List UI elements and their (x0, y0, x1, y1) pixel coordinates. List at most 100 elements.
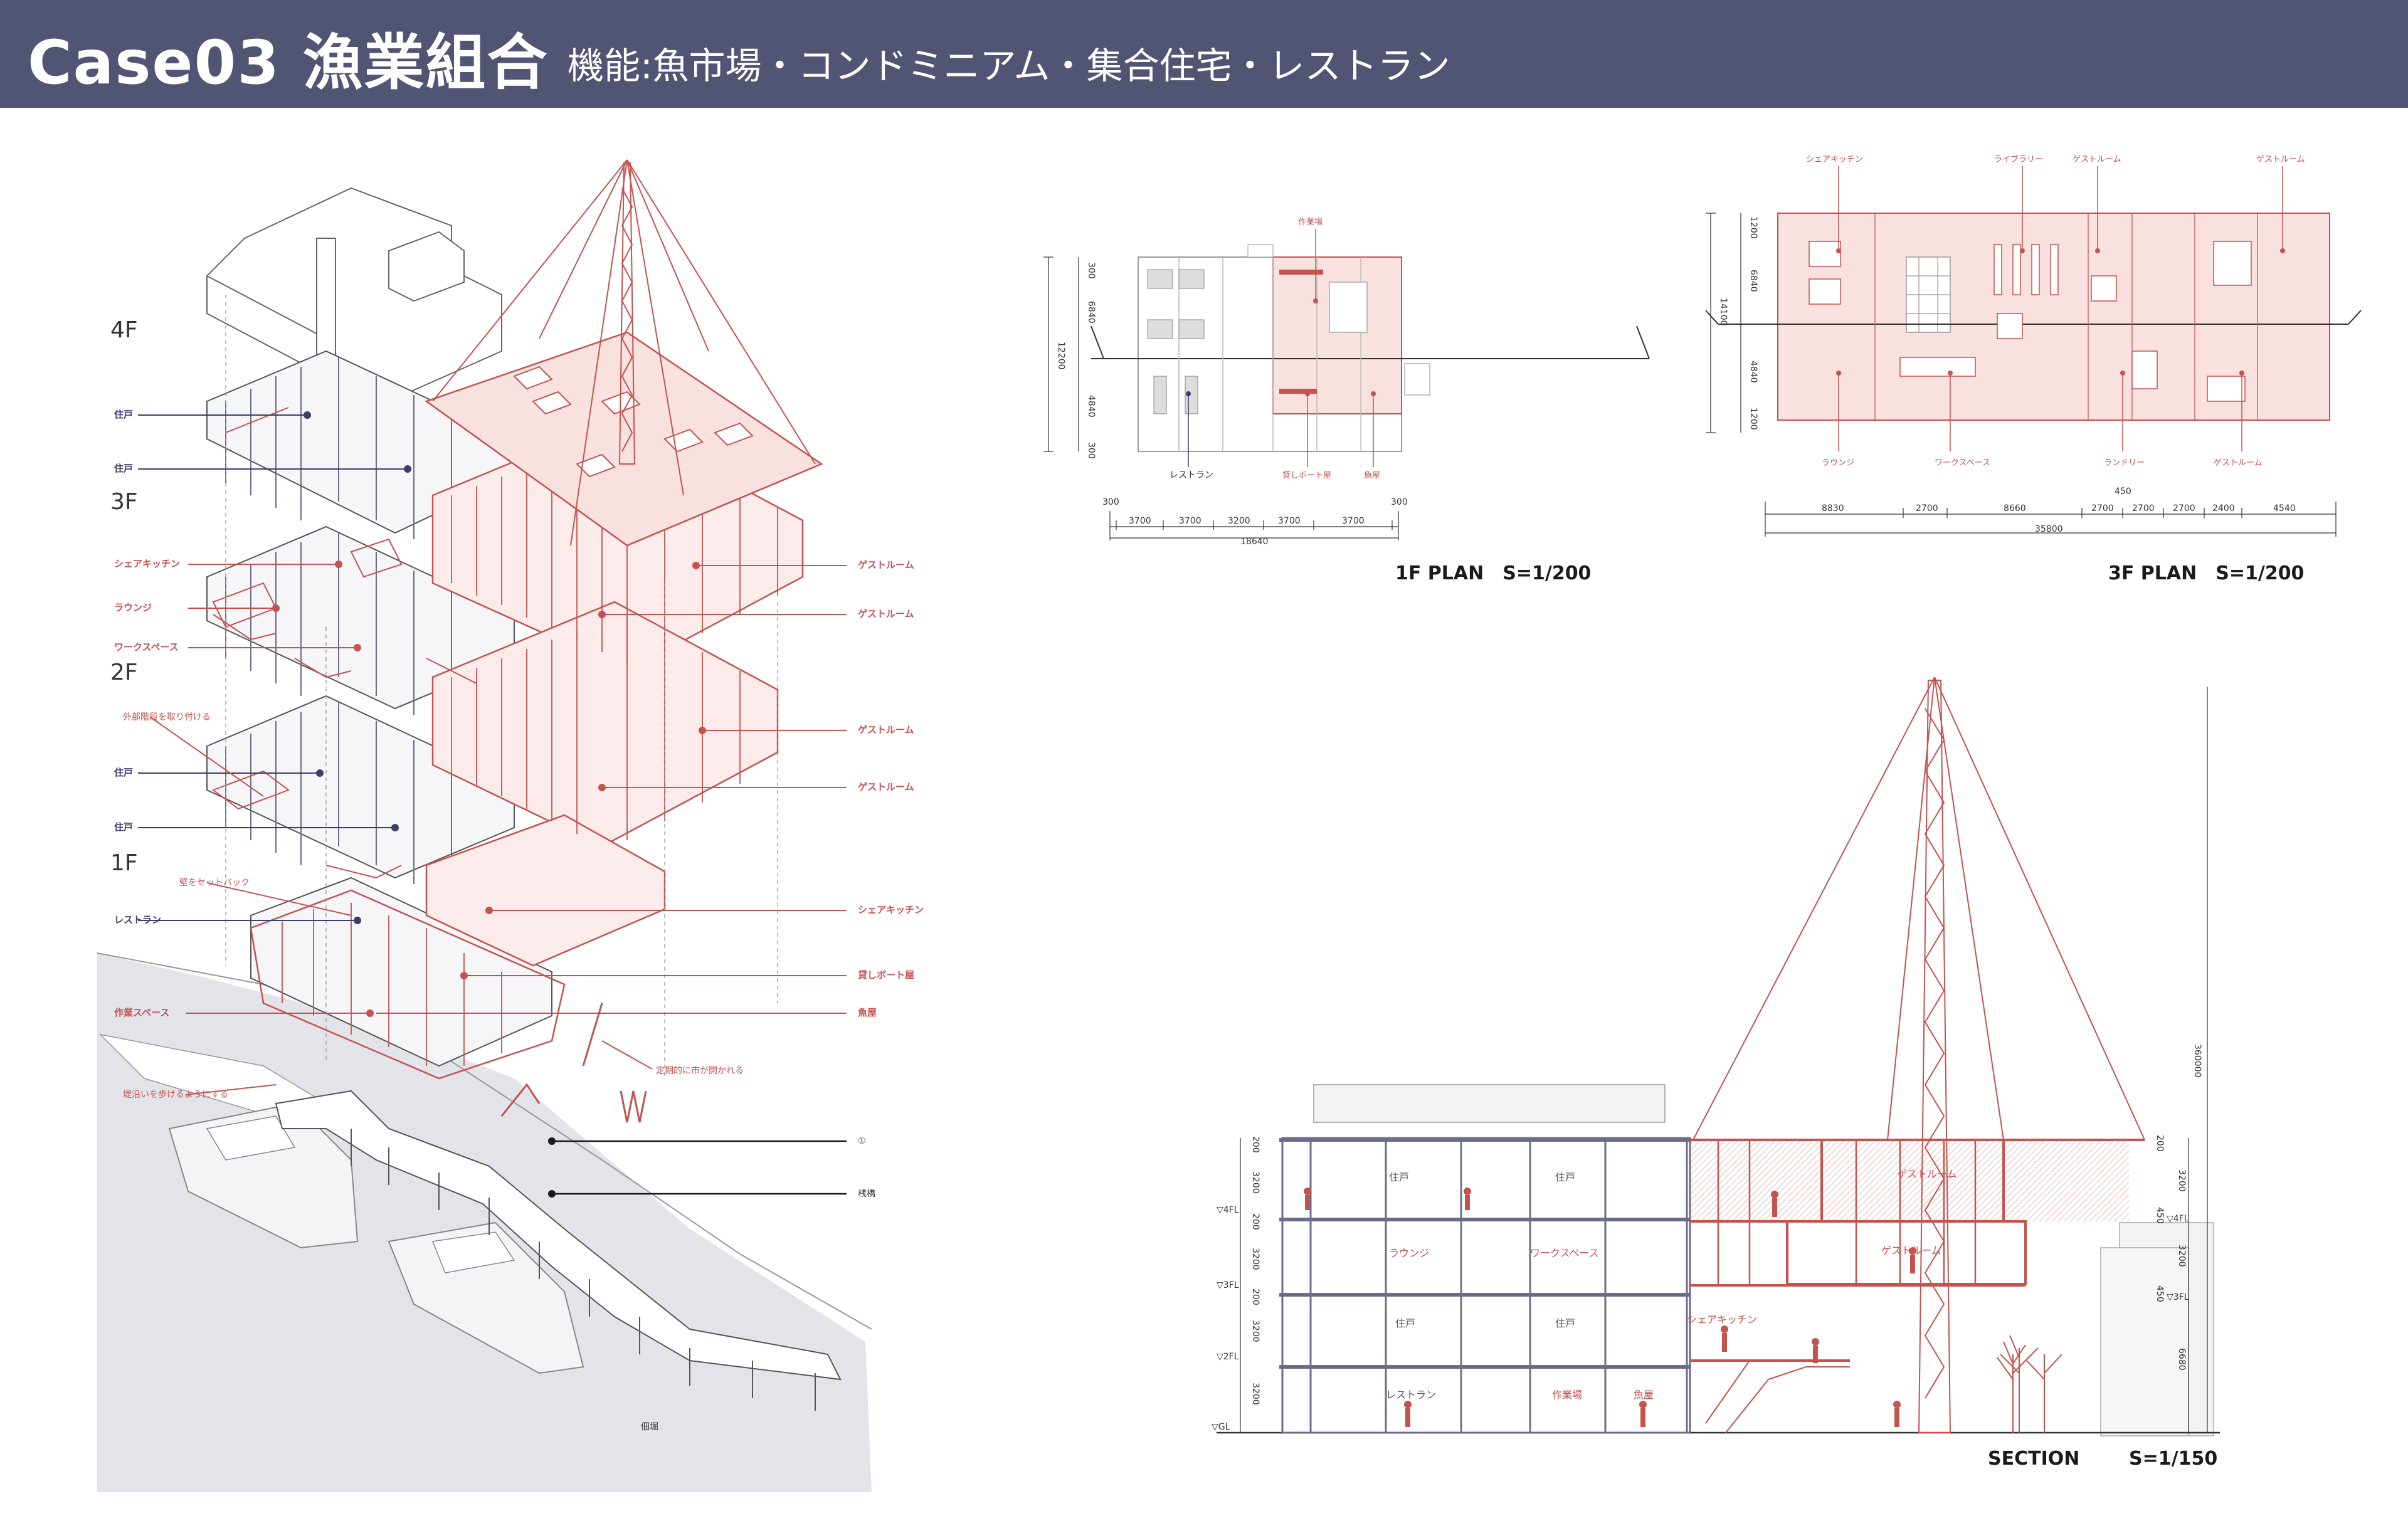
section-lvl-right-2: 450 (2155, 1207, 2165, 1224)
plan3f-room-share-kitchen: シェアキッチン (1806, 155, 1863, 164)
section-room-restaurant: レストラン (1386, 1389, 1436, 1401)
section-lvl-right-3fl: ▽3FL (2167, 1292, 2189, 1302)
axonometric-drawing: 4F 3F 2F 1F 住戸 住戸 シェア (97, 159, 924, 1492)
label-tsukuda-canal: 佃堀 (641, 1422, 658, 1432)
section-room-dwelling-b: 住戸 (1555, 1171, 1575, 1183)
label-lounge: ラウンジ (114, 602, 152, 613)
label-work-space: 作業スペース (114, 1007, 169, 1018)
plan1f-dim-left-1: 6840 (1086, 301, 1096, 324)
plan1f-room-fish-shop: 魚屋 (1364, 471, 1380, 480)
section-lvl-left-0: 200 (1250, 1136, 1260, 1153)
plan3f-dim-450: 450 (2115, 487, 2131, 497)
label-share-kitchen: シェアキッチン (114, 558, 180, 569)
floor-plate-gf (250, 877, 552, 1067)
plan1f-dim-total: 18640 (1240, 537, 1269, 547)
plan1f-dim-left-4: 300 (1086, 442, 1096, 459)
label-callout-1: ① (858, 1136, 866, 1146)
section-room-workspace: ワークスペース (1530, 1247, 1599, 1259)
section-room-share-kitchen: シェアキッチン (1687, 1314, 1757, 1325)
plan1f-dim-b-6: 300 (1391, 497, 1408, 507)
section-lvl-right-1: 3200 (2177, 1169, 2187, 1192)
label-restaurant: レストラン (114, 914, 161, 925)
section-lvl-left-9: 3200 (1250, 1383, 1260, 1405)
boat-2 (388, 1221, 584, 1374)
plan3f-dim-b-6: 2400 (2212, 503, 2235, 514)
plan3f-room-laundry: ランドリー (2104, 458, 2145, 468)
plan3f-dim-left-2: 14100 (1718, 298, 1728, 326)
section-drawing: 住戸 住戸 ラウンジ ワークスペース 住戸 住戸 レストラン 作業場 魚屋 ゲス… (1212, 677, 2220, 1470)
section-lvl-left-gl: ▽GL (1212, 1422, 1230, 1432)
label-external-stairs: 外部階段を取り付ける (123, 712, 211, 722)
section-lvl-right-5: 450 (2155, 1285, 2165, 1302)
plan1f-dim-b-0: 300 (1102, 497, 1119, 507)
floor-label-3f: 3F (110, 489, 138, 515)
plan3f-room-guest-c: ゲストルーム (2214, 458, 2263, 468)
label-dwelling-4f-b: 住戸 (114, 463, 133, 474)
plan1f-dim-left-2: 12200 (1056, 342, 1066, 370)
label-fish-shop: 魚屋 (858, 1007, 877, 1018)
section-lvl-left-4: 3200 (1250, 1248, 1260, 1270)
section-lvl-left-3fl: ▽3FL (1217, 1280, 1239, 1290)
section-scale: S=1/150 (2129, 1448, 2217, 1470)
page-subtitle: 機能:魚市場・コンドミニアム・集合住宅・レストラン (568, 45, 1450, 87)
section-room-lounge: ラウンジ (1389, 1247, 1429, 1259)
plan1f-dim-b-5: 3700 (1342, 516, 1365, 526)
section-room-dwelling-a: 住戸 (1389, 1171, 1409, 1183)
plan-3f: シェアキッチン ライブラリー ゲストルーム ゲストルーム ラウンジ ワークスペー… (1705, 154, 2362, 584)
section-room-guest-b: ゲストルーム (1881, 1245, 1941, 1257)
plan-1f: 作業場 レストラン 貸しボート屋 魚屋 300 6840 12200 4840 … (1043, 217, 1650, 584)
label-guest-room-b: ゲストルーム (858, 608, 914, 619)
section-room-guest-a: ゲストルーム (1897, 1168, 1957, 1180)
floor-label-2f: 2F (110, 660, 138, 685)
plan3f-dim-b-1: 2700 (1916, 503, 1938, 514)
plan3f-dim-left-3: 4840 (1748, 361, 1758, 383)
boat-2-cabin (431, 1231, 515, 1273)
section-tower-dim: 360000 (2192, 1044, 2202, 1077)
label-guest-room-d: ゲストルーム (858, 781, 914, 793)
plan3f-dim-total: 35800 (2035, 524, 2063, 534)
section-room-fish-shop: 魚屋 (1634, 1389, 1654, 1401)
label-guest-room-c: ゲストルーム (858, 724, 914, 735)
section-lvl-right-7: 6680 (2177, 1348, 2187, 1371)
plan1f-dim-left-0: 300 (1086, 262, 1096, 279)
plan3f-dim-left-1: 6840 (1748, 270, 1758, 292)
label-pier: 桟橋 (858, 1189, 875, 1199)
plan1f-dim-b-3: 3200 (1228, 516, 1250, 526)
plan1f-dim-b-1: 3700 (1129, 516, 1151, 526)
plan3f-dim-b-3: 2700 (2091, 503, 2114, 514)
plan3f-dim-left-4: 1200 (1748, 408, 1758, 430)
section-lvl-right-0: 200 (2155, 1135, 2165, 1152)
label-dwelling-2f-b: 住戸 (114, 821, 133, 833)
section-mast (1692, 677, 2145, 1433)
plan3f-room-lounge: ラウンジ (1822, 458, 1854, 468)
plan1f-dim-left-3: 4840 (1086, 395, 1096, 418)
plan1f-room-restaurant: レストラン (1170, 470, 1213, 480)
plan1f-room-workshop: 作業場 (1298, 217, 1323, 227)
plan1f-caption: 1F PLAN S=1/200 (1395, 562, 1591, 584)
shop-block-gf (250, 889, 566, 1080)
label-dwelling-4f-a: 住戸 (114, 409, 133, 420)
label-dwelling-2f-a: 住戸 (114, 767, 133, 778)
plan1f-dim-b-4: 3700 (1278, 516, 1301, 526)
pier (275, 1090, 842, 1381)
label-embankment-walk: 堤沿いを歩けるようにする (123, 1090, 228, 1100)
floor-label-1f: 1F (110, 850, 138, 876)
label-guest-room-a: ゲストルーム (858, 559, 914, 571)
section-room-workshop: 作業場 (1552, 1389, 1582, 1401)
plan3f-room-guest-b: ゲストルーム (2256, 155, 2305, 164)
plan1f-dim-b-2: 3700 (1179, 516, 1201, 526)
label-boat-rental: 貸しボート屋 (858, 969, 914, 981)
plan3f-caption: 3F PLAN S=1/200 (2108, 562, 2304, 584)
section-lvl-left-2fl: ▽2FL (1217, 1352, 1239, 1362)
label-workspace: ワークスペース (114, 641, 179, 653)
plan3f-dim-b-2: 8660 (2004, 503, 2026, 514)
section-room-dwelling-c: 住戸 (1395, 1317, 1415, 1329)
plan1f-room-boat-rental: 貸しボート屋 (1282, 470, 1331, 480)
tree-icon-3 (2026, 1354, 2062, 1433)
section-room-dwelling-d: 住戸 (1555, 1317, 1575, 1329)
section-lvl-left-7: 3200 (1250, 1320, 1260, 1342)
section-lvl-left-3: 200 (1250, 1213, 1260, 1230)
section-lvl-left-6: 200 (1250, 1288, 1260, 1305)
plan3f-dim-left-0: 1200 (1748, 216, 1758, 239)
plan3f-dim-b-0: 8830 (1822, 503, 1844, 514)
